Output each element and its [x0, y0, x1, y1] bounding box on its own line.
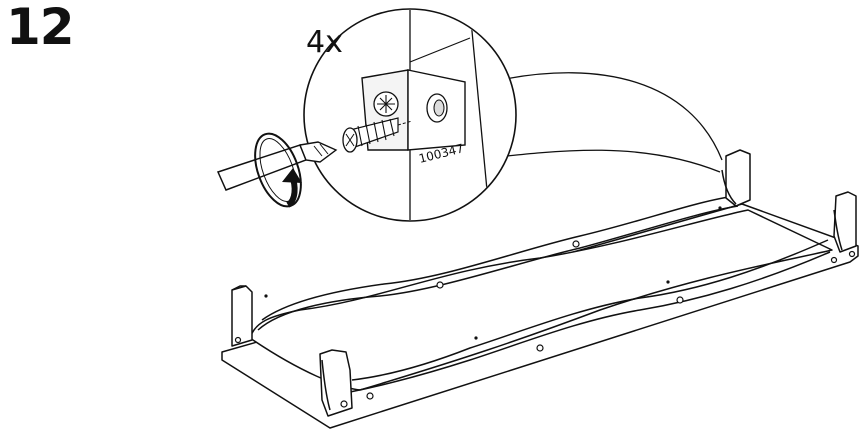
frame-rail-front [349, 251, 831, 393]
detail-view: 100347 4x [303, 8, 723, 222]
screw-icon [342, 117, 413, 153]
detail-leader [499, 72, 723, 161]
frame-rail-back [257, 205, 739, 331]
frame-assembly [221, 149, 859, 429]
frame-floor-inner [249, 209, 833, 391]
frame-holes [234, 240, 856, 408]
frame-post-left-back [231, 285, 253, 347]
frame-small-marks [264, 206, 722, 340]
frame-post-right-back [725, 149, 751, 207]
step-number: 12 [6, 0, 75, 56]
frame-post-right-front [833, 191, 857, 253]
frame-rail-back-top [261, 195, 737, 321]
quantity-label: 4x [306, 25, 343, 60]
frame-rail-front-top [351, 239, 829, 381]
rotation-arrow-icon [282, 168, 302, 208]
